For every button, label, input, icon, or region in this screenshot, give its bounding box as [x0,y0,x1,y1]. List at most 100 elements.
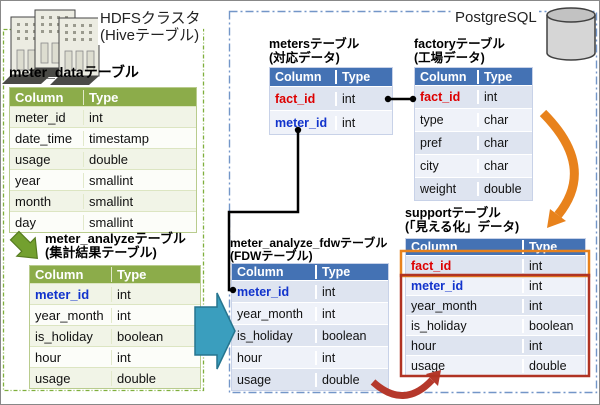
column-name-cell: year [10,172,84,188]
column-name-cell: usage [232,372,317,387]
column-type-cell: int [322,350,336,365]
column-header: Type [322,265,351,279]
table-row: year_month int [30,304,200,325]
column-name-cell: is_holiday [406,318,524,333]
column-type-cell: int [529,258,543,273]
column-name-cell: usage [406,358,524,373]
title-line2: (「見える化」データ) [405,219,520,234]
title-line2: (工場データ) [414,50,485,65]
column-name-cell: meter_id [406,278,524,293]
column-name-cell: fact_id [406,258,524,273]
column-type-cell: char [484,136,509,150]
column-header: Type [529,240,558,254]
column-type-cell: int [529,298,543,313]
table-header-row: Column Type [232,264,388,280]
column-type-cell: double [529,358,567,373]
column-header: Column [270,70,337,84]
postgres-db-icon [546,7,596,61]
column-name-cell: day [10,214,84,230]
column-name-cell: type [415,113,479,127]
table-row: meter_id int [30,283,200,304]
column-name-cell: is_holiday [232,328,317,343]
column-name-cell: year_month [406,298,524,313]
column-type-cell: double [89,151,129,167]
factory-to-support-arrow-icon [539,109,579,218]
title-line1: metersテーブル [269,37,360,51]
column-name-cell: year_month [30,307,112,323]
column-type-cell: double [484,182,522,196]
column-name-cell: hour [30,349,112,365]
column-type-cell: smallint [89,193,134,209]
title-line1: meter_analyzeテーブル [45,231,186,246]
column-type-cell: boolean [322,328,367,343]
fdw-table-title: meter_analyze_fdwテーブル (FDWテーブル) [230,236,387,263]
postgres-region-label: PostgreSQL [453,9,539,27]
title-line1: factoryテーブル [414,37,505,51]
column-name-cell: fact_id [270,91,337,106]
table-row: year_month int [406,295,585,315]
column-type-cell: int [117,307,131,323]
column-name-cell: hour [406,338,524,353]
title-line2: (集計結果テーブル) [45,245,157,261]
column-name-cell: meter_id [270,115,337,130]
column-name-cell: city [415,159,479,173]
column-type-cell: int [529,338,543,353]
column-type-cell: double [322,372,360,387]
column-header: Column [232,265,317,279]
column-type-cell: char [484,159,509,173]
table-row: day smallint [10,211,196,232]
column-type-cell: int [117,349,131,365]
factory-table-title: factoryテーブル (工場データ) [414,37,505,66]
column-type-cell: boolean [117,328,164,344]
table-row: usage double [232,368,388,390]
title-line1: supportテーブル [405,206,501,220]
column-type-cell: int [529,278,543,293]
column-header: Column [30,267,112,282]
column-type-cell: int [322,284,336,299]
hdfs-label-line1: HDFSクラスタ [100,10,201,27]
factory-to-support-arrowhead-icon [547,209,566,228]
column-header: Column [415,69,479,84]
support-table-title: supportテーブル (「見える化」データ) [405,206,520,235]
table-row: meter_id int [406,275,585,295]
title-line2: (対応データ) [269,50,340,65]
table-row: type char [415,108,532,131]
column-type-cell: char [484,113,509,127]
column-name-cell: meter_id [10,109,84,125]
table-row: usage double [406,355,585,375]
column-name-cell: usage [30,370,112,386]
column-name-cell: meter_id [30,286,112,302]
column-name-cell: date_time [10,130,84,146]
column-type-cell: int [342,91,356,106]
column-type-cell: boolean [529,318,574,333]
table-row: city char [415,154,532,177]
meter-analyze-table-title: meter_analyzeテーブル (集計結果テーブル) [45,231,186,261]
table-row: is_holiday boolean [406,315,585,335]
column-type-cell: smallint [89,214,134,230]
table-row: fact_id int [406,255,585,275]
meters-table-title: metersテーブル (対応データ) [269,37,360,66]
column-type-cell: int [117,286,131,302]
